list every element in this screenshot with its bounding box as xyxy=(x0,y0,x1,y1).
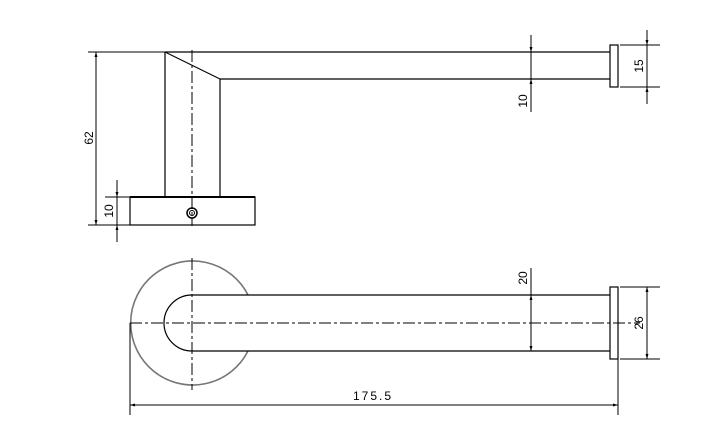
dim-label-15: 15 xyxy=(632,59,646,73)
screw-inner xyxy=(189,210,195,216)
dim-label-base-10: 10 xyxy=(102,204,116,218)
dim-label-175-5: 175.5 xyxy=(353,389,393,403)
screw-icon xyxy=(186,207,198,219)
front-view: 62 10 10 15 xyxy=(82,30,660,242)
end-cap xyxy=(609,44,619,88)
top-view: 20 26 175.5 xyxy=(129,258,660,415)
end-cap xyxy=(609,286,619,360)
dim-label-bar-10: 10 xyxy=(516,94,530,108)
bar-end-arc xyxy=(163,294,193,352)
dim-label-62: 62 xyxy=(82,131,96,145)
dim-label-26: 26 xyxy=(632,316,646,330)
dim-label-20: 20 xyxy=(516,271,530,285)
